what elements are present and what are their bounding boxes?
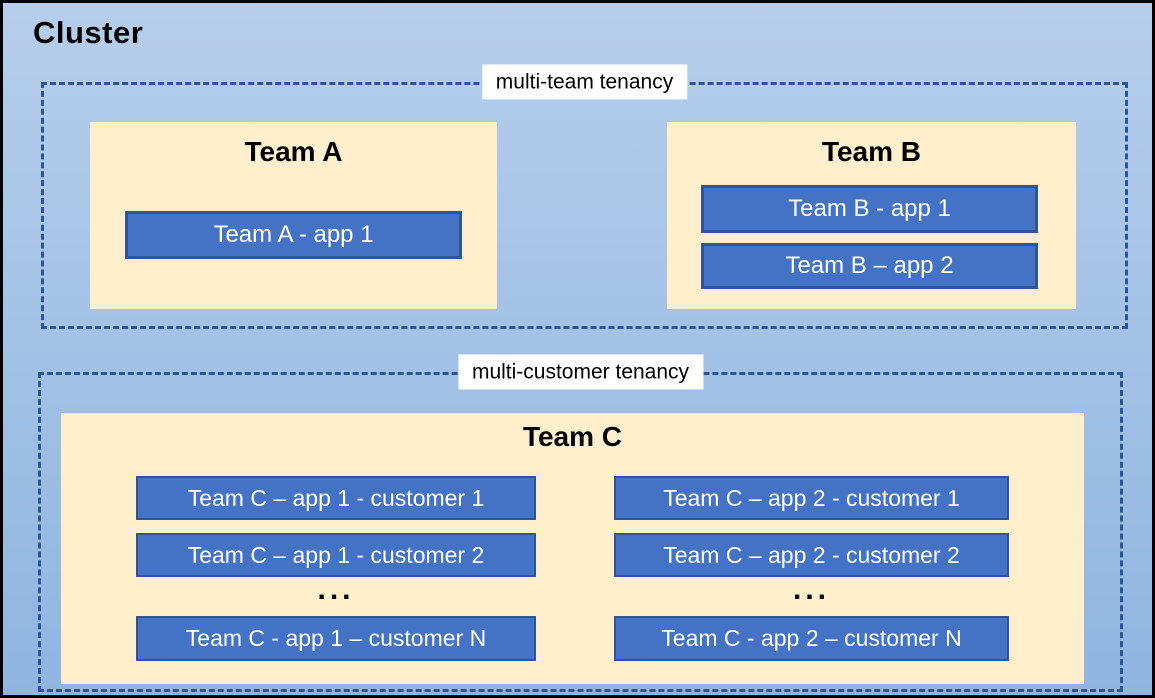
team-a-app-1-box: Team A - app 1 [125, 211, 462, 259]
team-a-title: Team A [244, 136, 343, 167]
zone-label-multi-customer: multi-customer tenancy [457, 354, 704, 390]
zone-multi-team-tenancy: multi-team tenancy Team A Team A - app 1… [41, 64, 1128, 329]
team-b-app-1-box: Team B - app 1 [701, 185, 1038, 233]
team-c-title: Team C [522, 421, 623, 452]
zone-label-multi-team: multi-team tenancy [481, 64, 688, 100]
team-c-app-2-customer-2-box: Team C – app 2 - customer 2 [614, 533, 1009, 577]
team-b-title: Team B [821, 136, 922, 167]
team-b-app-2-box: Team B – app 2 [701, 243, 1038, 289]
team-c-app-2-ellipsis: ... [792, 572, 830, 606]
team-c-app-1-ellipsis: ... [317, 572, 355, 606]
team-b-panel: Team B Team B - app 1 Team B – app 2 [667, 122, 1076, 309]
team-c-app-2-customer-n-box: Team C - app 2 – customer N [614, 616, 1009, 661]
team-c-app-1-customer-n-box: Team C - app 1 – customer N [136, 616, 536, 661]
team-c-app-2-customer-1-box: Team C – app 2 - customer 1 [614, 476, 1009, 520]
team-c-app-1-column: Team C – app 1 - customer 1 Team C – app… [136, 476, 536, 661]
team-c-app-2-column: Team C – app 2 - customer 1 Team C – app… [614, 476, 1009, 661]
team-c-panel: Team C Team C – app 1 - customer 1 Team … [61, 413, 1084, 684]
cluster-title: Cluster [33, 15, 144, 50]
team-a-panel: Team A Team A - app 1 [90, 122, 497, 309]
team-c-app-1-customer-1-box: Team C – app 1 - customer 1 [136, 476, 536, 520]
zone-multi-customer-tenancy: multi-customer tenancy Team C Team C – a… [38, 354, 1123, 692]
team-c-app-1-customer-2-box: Team C – app 1 - customer 2 [136, 533, 536, 577]
